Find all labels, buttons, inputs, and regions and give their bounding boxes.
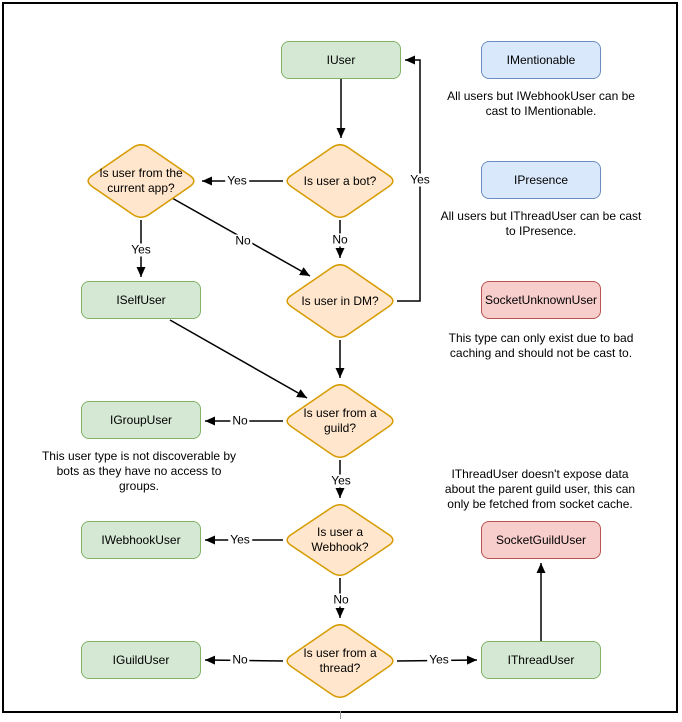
node-ithreaduser: IThreadUser — [481, 641, 601, 679]
node-imentionable: IMentionable — [481, 41, 601, 79]
note-igroupuser: This user type is not discoverable by bo… — [41, 449, 237, 493]
edge-label-thread-yes: Yes — [427, 652, 451, 667]
node-igroupuser: IGroupUser — [81, 401, 201, 439]
node-iuser: IUser — [281, 41, 401, 79]
node-ipresence-label: IPresence — [513, 173, 569, 187]
decision-is-dm-shape — [286, 264, 394, 338]
node-igroupuser-label: IGroupUser — [109, 413, 173, 427]
decision-is-bot-shape — [286, 144, 394, 218]
decision-is-current-app-shape — [87, 144, 195, 218]
edge-label-thread-no: No — [230, 652, 250, 667]
decision-is-dm-label: Is user in DM? — [301, 293, 379, 308]
node-iguilduser-label: IGuildUser — [112, 653, 170, 667]
note-socketunknownuser: This type can only exist due to bad cach… — [448, 331, 634, 360]
node-iwebhookuser: IWebhookUser — [81, 521, 201, 559]
edge-label-app-yes: Yes — [129, 242, 153, 257]
note-imentionable: All users but IWebhookUser can be cast t… — [447, 89, 635, 118]
node-imentionable-label: IMentionable — [506, 53, 576, 67]
node-iselfuser-label: ISelfUser — [116, 293, 166, 307]
node-socketunknownuser: SocketUnknownUser — [481, 281, 601, 319]
decision-is-webhook-shape — [286, 504, 394, 576]
node-iwebhookuser-label: IWebhookUser — [101, 533, 181, 547]
decision-is-thread-label: Is user from a thread? — [303, 646, 377, 675]
edge-label-bot-no: No — [330, 232, 350, 247]
edge-label-webhook-yes: Yes — [228, 532, 252, 547]
edge-label-guild-no: No — [230, 413, 250, 428]
node-iselfuser: ISelfUser — [81, 281, 201, 319]
note-ithreaduser: IThreadUser doesn't expose data about th… — [444, 467, 636, 511]
decision-is-guild-label: Is user from a guild? — [303, 406, 377, 435]
edge-label-dm-yes: Yes — [408, 172, 432, 187]
decision-is-bot-label: Is user a bot? — [303, 173, 377, 188]
decision-is-thread-shape — [286, 624, 394, 698]
decision-is-webhook-label: Is user a Webhook? — [311, 525, 369, 554]
node-socketguilduser-label: SocketGuildUser — [495, 533, 587, 547]
node-iuser-label: IUser — [326, 53, 356, 67]
edge-label-guild-yes: Yes — [329, 473, 353, 488]
node-ithreaduser-label: IThreadUser — [507, 653, 575, 667]
node-iguilduser: IGuildUser — [81, 641, 201, 679]
node-ipresence: IPresence — [481, 161, 601, 199]
edge-label-app-no: No — [233, 233, 253, 248]
edge-label-webhook-no: No — [331, 592, 351, 607]
decision-is-guild-shape — [286, 384, 394, 458]
edge-label-bot-yes: Yes — [225, 173, 249, 188]
page-boundary-tick — [340, 711, 341, 719]
node-socketunknownuser-label: SocketUnknownUser — [484, 293, 598, 307]
note-ipresence: All users but IThreadUser can be cast to… — [440, 209, 642, 238]
node-socketguilduser: SocketGuildUser — [481, 521, 601, 559]
decision-is-current-app-label: Is user from the current app? — [99, 166, 183, 195]
edge-iselfuser-to-isguild — [169, 319, 308, 399]
